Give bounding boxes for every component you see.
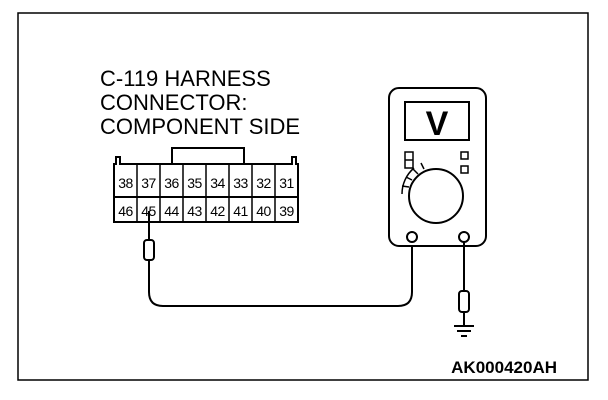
- connector-label-line-2: CONNECTOR:: [100, 90, 248, 115]
- connector-housing: [113, 156, 299, 223]
- pin-34: 34: [210, 175, 225, 191]
- pin-41: 41: [233, 203, 248, 219]
- pin-31: 31: [279, 175, 294, 191]
- pin-46: 46: [118, 203, 133, 219]
- figure-frame: [17, 12, 589, 381]
- meter-jack-com: [406, 231, 418, 243]
- pin-35: 35: [187, 175, 202, 191]
- pin-37: 37: [141, 175, 156, 191]
- meter-button-b: [460, 165, 469, 174]
- meter-display-symbol: V: [426, 105, 449, 143]
- figure-code: AK000420AH: [451, 358, 557, 377]
- pin-40: 40: [256, 203, 271, 219]
- connector-label-line-1: C-119 HARNESS: [100, 66, 271, 91]
- ground-probe: [458, 290, 470, 313]
- connector-lock-tab: [171, 147, 245, 164]
- meter-jack-volt: [458, 231, 470, 243]
- pin-dividers: [136, 164, 276, 222]
- multimeter-icon: V: [388, 87, 487, 247]
- pin-44: 44: [164, 203, 179, 219]
- pin-43: 43: [187, 203, 202, 219]
- ground-lead: [458, 242, 470, 326]
- pin-36: 36: [164, 175, 179, 191]
- pin-33: 33: [233, 175, 248, 191]
- ground-symbol-icon: [454, 325, 474, 337]
- probe-wire: [148, 242, 413, 307]
- pin-38: 38: [118, 175, 133, 191]
- meter-dial-scale: [401, 167, 415, 195]
- connector-label-line-3: COMPONENT SIDE: [100, 114, 300, 139]
- pin-32: 32: [256, 175, 271, 191]
- meter-button-a: [460, 151, 469, 160]
- meter-display: [404, 101, 470, 141]
- pin-42: 42: [210, 203, 225, 219]
- pins-top-row: 38 37 36 35 34 33 32 31: [118, 175, 295, 191]
- probe-tip: [143, 239, 155, 261]
- meter-dial: [408, 168, 464, 224]
- pin-39: 39: [279, 203, 294, 219]
- connector-title: C-119 HARNESS CONNECTOR: COMPONENT SIDE: [100, 66, 300, 139]
- probe-lead: [143, 211, 413, 307]
